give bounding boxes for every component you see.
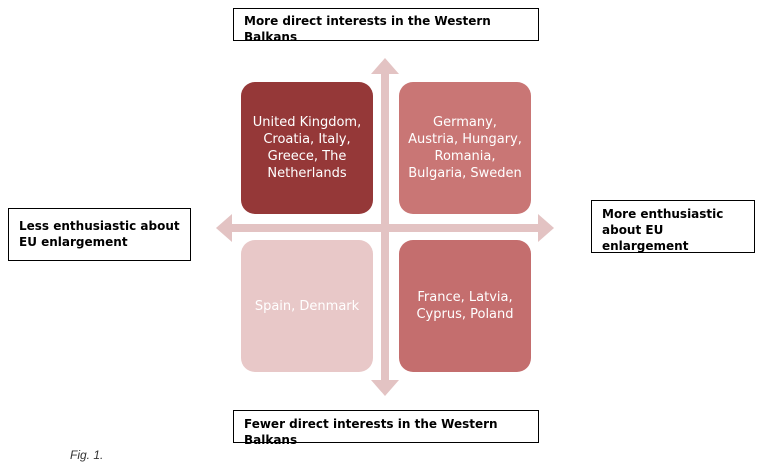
down-arrow-head <box>371 380 399 396</box>
vertical-arrow-shaft <box>381 72 389 384</box>
up-arrow-head <box>371 58 399 74</box>
quadrant-top-right: Germany, Austria, Hungary, Romania, Bulg… <box>399 82 531 214</box>
quadrant-bottom-left: Spain, Denmark <box>241 240 373 372</box>
quadrant-top-right-text: Germany, Austria, Hungary, Romania, Bulg… <box>408 115 522 181</box>
figure-caption: Fig. 1. <box>70 448 104 462</box>
quadrant-bottom-left-text: Spain, Denmark <box>254 298 360 314</box>
right-arrow-head <box>538 214 554 242</box>
axis-label-bottom: Fewer direct interests in the Western Ba… <box>233 410 539 447</box>
quadrant-bottom-right-text: France, Latvia, Cyprus, Poland <box>416 290 514 322</box>
left-arrow-head <box>216 214 232 242</box>
axis-label-right: More enthusiastic about EU enlargement <box>591 200 755 253</box>
quadrant-bottom-right: France, Latvia, Cyprus, Poland <box>399 240 531 372</box>
axis-label-left: Less enthusiastic about EU enlargement <box>8 208 191 261</box>
quadrant-top-left-text: United Kingdom, Croatia, Italy, Greece, … <box>252 115 362 181</box>
axis-label-top: More direct interests in the Western Bal… <box>233 8 539 44</box>
quadrant-top-left: United Kingdom, Croatia, Italy, Greece, … <box>241 82 373 214</box>
